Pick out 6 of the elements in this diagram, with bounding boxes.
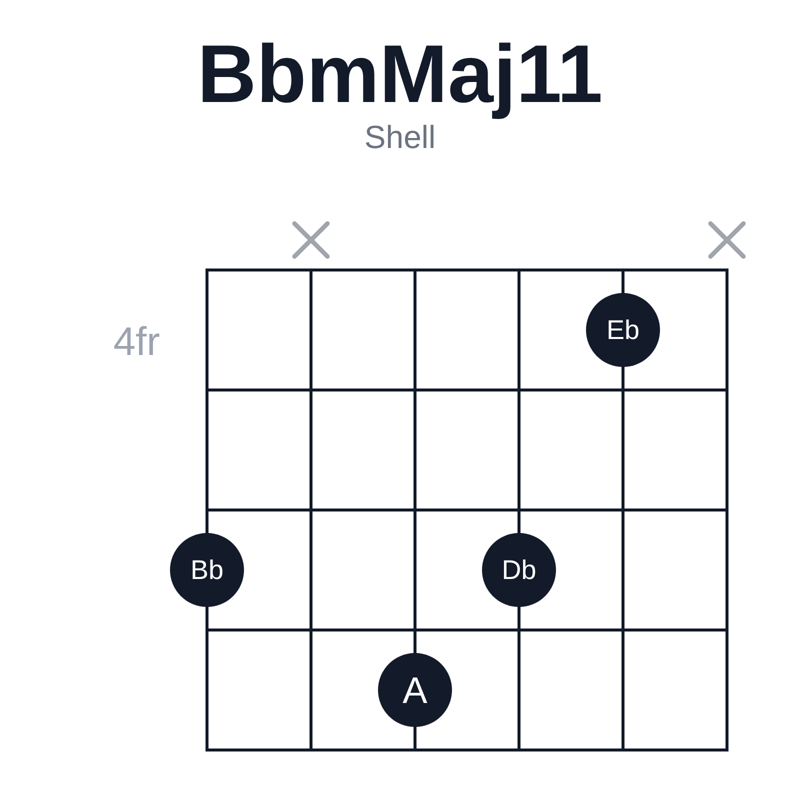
note-dot: A	[378, 653, 452, 727]
voicing-subtitle: Shell	[364, 121, 436, 153]
note-dot: Db	[482, 533, 556, 607]
note-dot: Eb	[586, 293, 660, 367]
fret-number-label: 4fr	[113, 322, 160, 362]
note-dot: Bb	[170, 533, 244, 607]
